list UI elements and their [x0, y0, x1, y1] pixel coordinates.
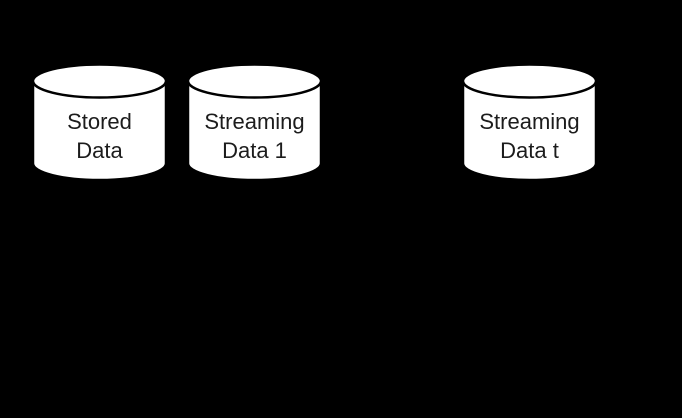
cylinder-label-line2: Data 1: [222, 138, 287, 163]
cylinder-label: Stored Data: [31, 107, 168, 165]
streaming-data-t-cylinder: Streaming Data t: [461, 62, 598, 183]
streaming-data-1-cylinder: Streaming Data 1: [186, 62, 323, 183]
cylinder-label-line2: Data: [76, 138, 123, 163]
database-cylinder-icon: [461, 63, 598, 182]
cylinder-label-line1: Streaming: [479, 109, 580, 134]
cylinder-label-line1: Streaming: [204, 109, 305, 134]
cylinder-label-line2: Data t: [500, 138, 559, 163]
cylinder-label: Streaming Data 1: [186, 107, 323, 165]
cylinder-label: Streaming Data t: [461, 107, 598, 165]
cylinder-label-line1: Stored: [67, 109, 132, 134]
database-cylinder-icon: [186, 63, 323, 182]
stored-data-cylinder: Stored Data: [31, 62, 168, 183]
database-cylinder-icon: [31, 63, 168, 182]
